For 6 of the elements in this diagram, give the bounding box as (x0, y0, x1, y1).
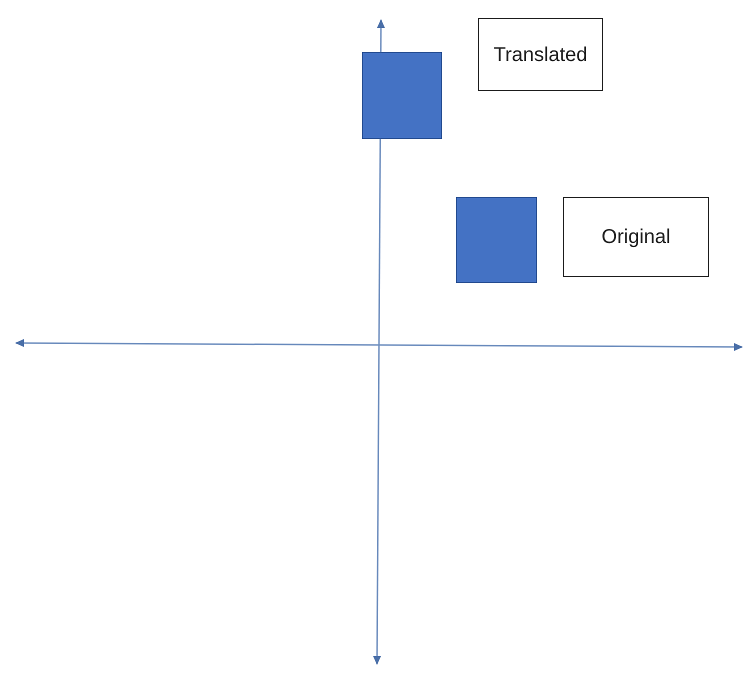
label-box (563, 197, 709, 277)
square-shape (362, 52, 442, 139)
label-box (478, 18, 603, 91)
box-label: Translated (494, 42, 588, 68)
box-label: Original (602, 225, 670, 250)
square-shape (456, 197, 537, 283)
